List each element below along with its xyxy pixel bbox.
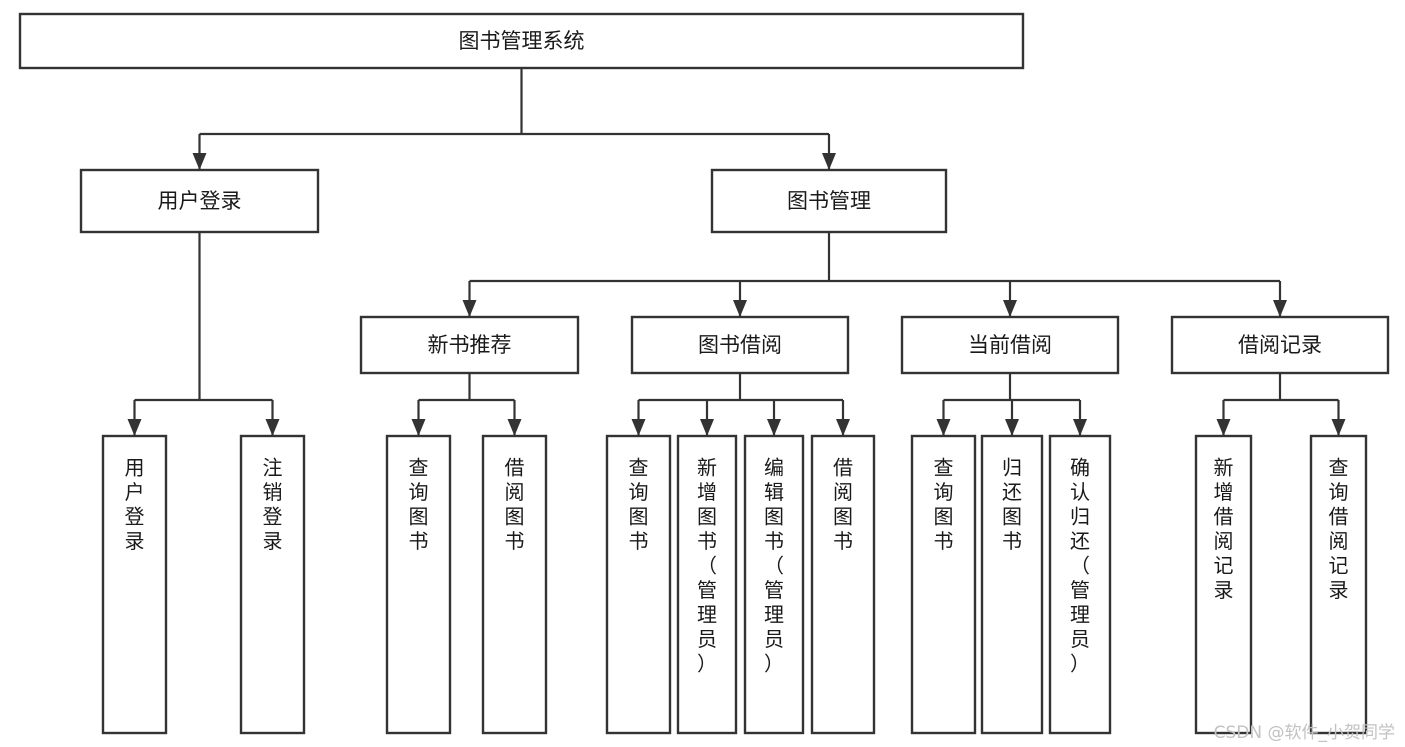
node-leaf-query-book-current[interactable]: 查询图书 bbox=[910, 434, 977, 735]
node-leaf-confirm-return[interactable]: 确认归还（管理员） bbox=[1048, 434, 1112, 735]
node-label-leaf-add-borrow-record: 新增借阅记录 bbox=[1214, 455, 1234, 602]
node-box-book-borrow bbox=[630, 315, 850, 375]
node-leaf-query-book-recommend[interactable]: 查询图书 bbox=[385, 434, 452, 735]
node-leaf-borrow-book-recommend[interactable]: 借阅图书 bbox=[481, 434, 548, 735]
node-box-book-manage bbox=[710, 168, 948, 234]
node-box-current-borrow bbox=[900, 315, 1120, 375]
node-box-leaf-logout bbox=[239, 434, 306, 735]
node-box-leaf-query-book-borrow bbox=[605, 434, 672, 735]
node-box-leaf-add-book bbox=[676, 434, 738, 735]
node-label-borrow-record: 借阅记录 bbox=[1238, 333, 1322, 357]
node-leaf-return-book[interactable]: 归还图书 bbox=[980, 434, 1044, 735]
node-leaf-edit-book[interactable]: 编辑图书（管理员） bbox=[743, 434, 805, 735]
node-label-book-manage: 图书管理 bbox=[787, 189, 871, 213]
node-label-root: 图书管理系统 bbox=[459, 29, 585, 53]
node-label-leaf-borrow-book-recommend: 借阅图书 bbox=[505, 455, 525, 553]
node-leaf-logout[interactable]: 注销登录 bbox=[239, 434, 306, 735]
node-label-leaf-logout: 注销登录 bbox=[263, 455, 283, 553]
node-leaf-query-borrow-record[interactable]: 查询借阅记录 bbox=[1309, 434, 1368, 735]
node-box-leaf-query-book-current bbox=[910, 434, 977, 735]
node-book-manage[interactable]: 图书管理 bbox=[710, 168, 948, 234]
node-leaf-user-login[interactable]: 用户登录 bbox=[101, 434, 168, 735]
node-current-borrow[interactable]: 当前借阅 bbox=[900, 315, 1120, 375]
node-label-user-login: 用户登录 bbox=[158, 189, 242, 213]
node-label-leaf-edit-book: 编辑图书（管理员） bbox=[764, 455, 784, 675]
node-box-root bbox=[18, 12, 1025, 70]
node-label-leaf-borrow-book: 借阅图书 bbox=[833, 455, 853, 553]
node-box-user-login bbox=[79, 168, 320, 234]
node-box-borrow-record bbox=[1170, 315, 1390, 375]
node-box-leaf-borrow-book bbox=[810, 434, 876, 735]
node-leaf-borrow-book[interactable]: 借阅图书 bbox=[810, 434, 876, 735]
node-user-login[interactable]: 用户登录 bbox=[79, 168, 320, 234]
node-borrow-record[interactable]: 借阅记录 bbox=[1170, 315, 1390, 375]
connector-layer bbox=[127, 68, 1346, 436]
node-box-leaf-edit-book bbox=[743, 434, 805, 735]
node-box-leaf-borrow-book-recommend bbox=[481, 434, 548, 735]
node-label-leaf-add-book: 新增图书（管理员） bbox=[697, 455, 717, 675]
node-label-book-borrow: 图书借阅 bbox=[698, 333, 782, 357]
node-root[interactable]: 图书管理系统 bbox=[18, 12, 1025, 70]
node-label-leaf-confirm-return: 确认归还（管理员） bbox=[1070, 455, 1090, 675]
node-label-current-borrow: 当前借阅 bbox=[968, 333, 1052, 357]
node-box-leaf-query-borrow-record bbox=[1309, 434, 1368, 735]
node-box-leaf-return-book bbox=[980, 434, 1044, 735]
node-new-book-recommend[interactable]: 新书推荐 bbox=[359, 315, 580, 375]
node-label-leaf-query-book-borrow: 查询图书 bbox=[629, 455, 649, 553]
node-leaf-add-borrow-record[interactable]: 新增借阅记录 bbox=[1194, 434, 1253, 735]
node-label-leaf-query-borrow-record: 查询借阅记录 bbox=[1329, 455, 1349, 602]
node-box-leaf-confirm-return bbox=[1048, 434, 1112, 735]
node-label-leaf-return-book: 归还图书 bbox=[1002, 455, 1022, 553]
node-label-leaf-query-book-current: 查询图书 bbox=[934, 455, 954, 553]
node-label-leaf-user-login: 用户登录 bbox=[125, 455, 145, 553]
node-leaf-add-book[interactable]: 新增图书（管理员） bbox=[676, 434, 738, 735]
node-label-leaf-query-book-recommend: 查询图书 bbox=[409, 455, 429, 553]
watermark-label: CSDN @软件_小贺同学 bbox=[1213, 723, 1395, 743]
node-label-new-book-recommend: 新书推荐 bbox=[428, 333, 512, 357]
node-layer: 图书管理系统用户登录图书管理新书推荐图书借阅当前借阅借阅记录用户登录注销登录查询… bbox=[18, 12, 1390, 735]
node-box-leaf-user-login bbox=[101, 434, 168, 735]
node-box-new-book-recommend bbox=[359, 315, 580, 375]
node-box-leaf-query-book-recommend bbox=[385, 434, 452, 735]
node-book-borrow[interactable]: 图书借阅 bbox=[630, 315, 850, 375]
node-leaf-query-book-borrow[interactable]: 查询图书 bbox=[605, 434, 672, 735]
node-box-leaf-add-borrow-record bbox=[1194, 434, 1253, 735]
